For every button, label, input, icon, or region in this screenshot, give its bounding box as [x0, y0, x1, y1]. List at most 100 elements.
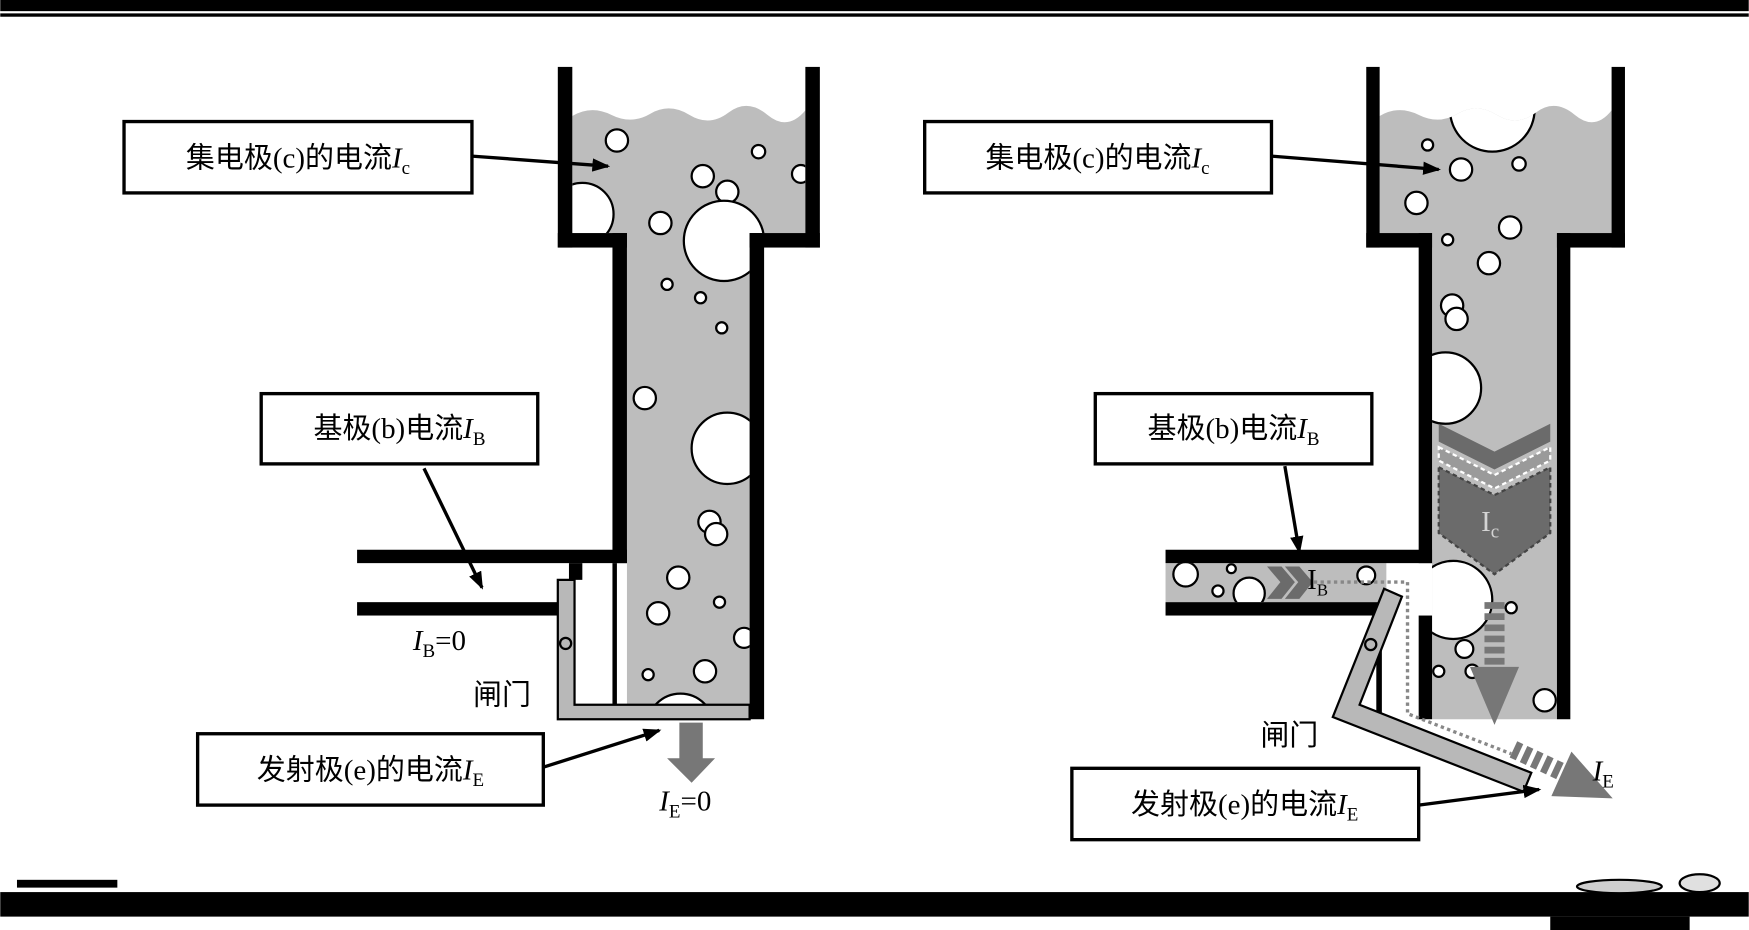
left-emitter-zero-value: =0 — [681, 786, 712, 818]
right-collector-current-label: 集电极(c)的电流Ic — [923, 119, 1274, 195]
bubble — [715, 321, 729, 335]
left-gate-pivot — [558, 636, 573, 651]
bubble — [1532, 688, 1557, 713]
left-collector-label-text: 集电极(c)的电流 — [186, 141, 392, 174]
right-emitter-current-label: 发射极(e)的电流IE — [1070, 766, 1421, 842]
right-tank-wall-right — [1611, 66, 1625, 248]
bubble — [1454, 638, 1475, 660]
left-base-label-line: 基极(b)电流IB — [313, 412, 485, 450]
bubble — [645, 692, 716, 705]
left-panel-closed-gate: 集电极(c)的电流Ic 基极(b)电流IB 发射极(e)的电流IE IB=0 闸… — [122, 66, 820, 822]
right-base-label-text: 基极(b)电流 — [1148, 412, 1298, 445]
right-out-arrow-shaft — [1509, 741, 1566, 780]
left-column-wall-right — [749, 233, 765, 720]
right-bubbles — [1404, 105, 1557, 713]
left-tank-step-right — [749, 233, 820, 248]
right-collector-label-symbol: I — [1191, 142, 1203, 174]
bubble — [712, 595, 727, 609]
left-emitter-label-line: 发射极(e)的电流IE — [257, 753, 484, 791]
bubble — [690, 163, 716, 189]
right-emitter-flow-label: IE — [1592, 756, 1614, 793]
bottom-border — [0, 873, 1749, 930]
left-emitter-flow-arrow — [667, 722, 716, 783]
left-collector-label-box — [122, 119, 474, 195]
right-base-label-sub: B — [1307, 429, 1320, 450]
bubble — [703, 521, 729, 547]
right-column-wall-right — [1556, 233, 1571, 720]
right-gate-pivot — [1364, 637, 1378, 652]
left-base-current-label: 基极(b)电流IB — [259, 391, 540, 466]
right-base-flow-label: IB — [1307, 564, 1328, 600]
right-pipe-bubbles — [1172, 563, 1377, 603]
right-collector-pointer-arrow — [1271, 154, 1441, 175]
left-gate-label: 闸门 — [473, 679, 531, 712]
right-emitter-label-line: 发射极(e)的电流IE — [1131, 788, 1358, 826]
right-collector-label-text: 集电极(c)的电流 — [985, 141, 1191, 174]
right-collector-flow-chevron: Ic — [1437, 423, 1552, 576]
bubble — [750, 143, 767, 160]
right-collector-flow-sub: c — [1491, 521, 1499, 542]
left-base-label-box — [259, 391, 540, 466]
left-base-pointer-arrow — [422, 467, 484, 590]
right-base-chevron-2 — [1284, 566, 1313, 599]
right-base-label-box — [1093, 391, 1374, 466]
bubble — [693, 291, 708, 305]
right-tank-step-left — [1366, 233, 1433, 248]
right-gate-body — [1331, 587, 1533, 794]
bubble — [1440, 233, 1455, 247]
bubble — [1232, 576, 1266, 603]
right-down-arrow-head — [1469, 666, 1520, 725]
left-base-pipe-bottom — [357, 602, 558, 616]
bubble — [1172, 563, 1199, 588]
bubble — [692, 659, 718, 684]
left-gate — [556, 578, 751, 721]
right-emitter-label-text: 发射极(e)的电流 — [1131, 788, 1337, 821]
bubble — [641, 667, 655, 682]
right-collector-label-sub: c — [1201, 158, 1209, 179]
right-chevron-stripe-light — [1437, 445, 1552, 490]
left-tank-walls — [557, 66, 820, 720]
bottom-left-short-bar — [16, 879, 118, 888]
left-column-wall-left-lower — [612, 563, 617, 709]
right-collector-flow-label: Ic — [1481, 506, 1499, 543]
left-base-label-symbol: I — [462, 413, 474, 445]
bubble — [790, 163, 806, 184]
right-base-chevron-1 — [1267, 566, 1295, 599]
left-tank-wall-right — [805, 66, 820, 248]
right-chevron-body — [1437, 465, 1552, 576]
right-base-pointer-arrow — [1283, 465, 1304, 555]
top-border-thin — [0, 13, 1749, 17]
right-column-wall-left — [1418, 233, 1433, 564]
right-panel-open-gate: IB Ic IE 集电极(c)的电流Ic — [923, 66, 1625, 842]
bubble — [1511, 156, 1527, 172]
right-emitter-pointer-arrow — [1418, 784, 1542, 807]
left-base-current-zero: IB=0 — [412, 625, 466, 662]
right-tank-step-right — [1556, 233, 1625, 248]
bottom-border-thick — [0, 892, 1749, 917]
bubble — [1476, 250, 1502, 276]
bubble — [665, 565, 691, 590]
left-emitter-label-symbol: I — [462, 754, 474, 786]
bubble — [1497, 215, 1523, 240]
right-base-pipe-top — [1165, 549, 1433, 564]
right-current-path-dotted — [1313, 580, 1512, 756]
left-emitter-pointer-arrow — [542, 728, 662, 769]
bubble — [645, 601, 671, 626]
left-emitter-label-text: 发射极(e)的电流 — [257, 753, 463, 786]
right-gate-label: 闸门 — [1260, 719, 1318, 752]
bottom-right-block — [1550, 916, 1690, 930]
right-base-flow-symbol: I — [1307, 564, 1317, 596]
left-tank-wall-left — [557, 66, 573, 248]
right-base-label-symbol: I — [1296, 413, 1308, 445]
left-emitter-label-box — [195, 732, 545, 807]
left-column-wall-left — [612, 233, 627, 564]
bubble — [715, 179, 740, 205]
right-base-flow-sub: B — [1317, 580, 1328, 599]
bubble — [1448, 105, 1536, 153]
right-collector-flow-symbol: I — [1481, 506, 1491, 538]
bubble — [604, 128, 630, 153]
left-emitter-zero-symbol: I — [658, 786, 670, 818]
left-base-label-sub: B — [473, 429, 486, 450]
bubble — [1432, 664, 1446, 678]
right-chevron-stripe-dark — [1438, 423, 1551, 470]
